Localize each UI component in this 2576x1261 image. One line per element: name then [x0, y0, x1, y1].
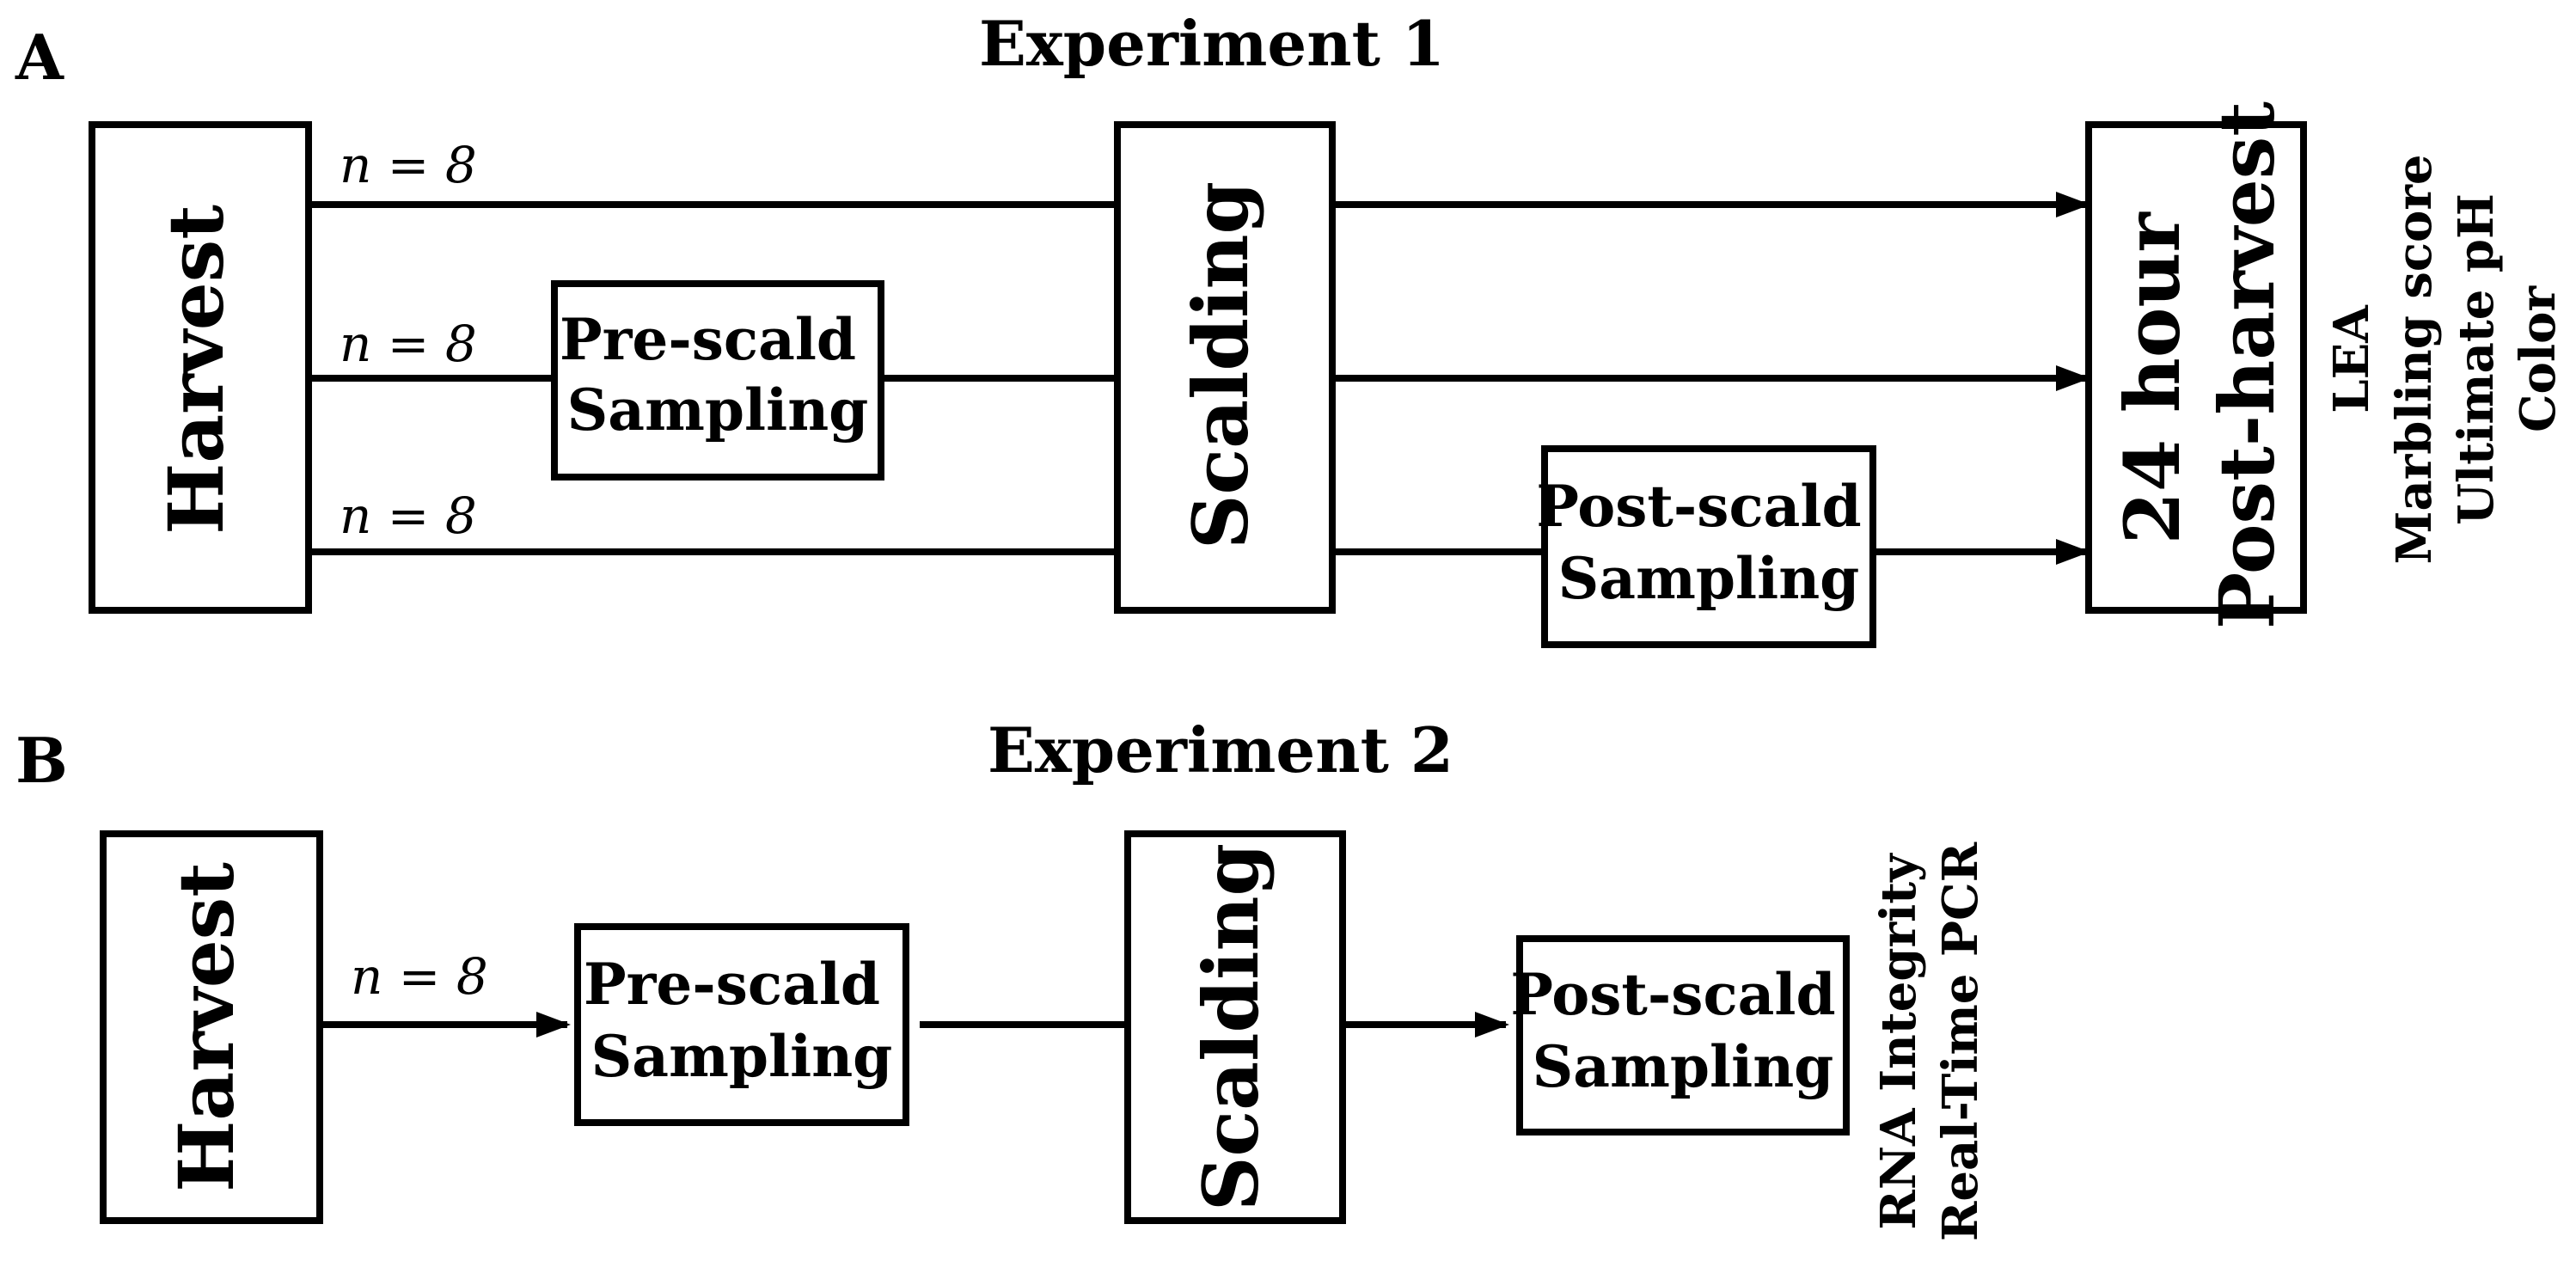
a-pre-scald-box [551, 280, 884, 481]
experiment-2-title: Experiment 2 [988, 713, 1453, 787]
a-harvest-label: Harvest [151, 205, 241, 535]
experiment-1-title: Experiment 1 [979, 7, 1445, 80]
a-post-scald-label: Post-scald Sampling [1536, 473, 1881, 612]
panel-a-label: A [15, 21, 64, 94]
a-post-harvest-label: 24 hour Post-harvest [2108, 101, 2291, 629]
a-measure-lea: LEA [2323, 304, 2380, 413]
a-harvest-box [89, 121, 312, 614]
b-pre-scald-box [574, 923, 909, 1126]
a-n-label-top: n = 8 [340, 136, 477, 194]
b-measure-rna: RNA Integrity [1870, 853, 1927, 1230]
a-post-harvest-box [2085, 121, 2307, 614]
a-measure-color: Color [2510, 285, 2567, 432]
b-scalding-label: Scalding [1186, 843, 1276, 1211]
panel-a: A Experiment 1 n = 8 n = 8 n = 8 Harvest… [15, 7, 2567, 648]
a-pre-scald-label: Pre-scald Sampling [560, 306, 876, 444]
a-scalding-box [1114, 121, 1336, 614]
b-harvest-label: Harvest [162, 862, 251, 1192]
b-post-scald-box [1516, 935, 1850, 1136]
b-post-scald-label: Post-scald Sampling [1510, 961, 1855, 1100]
a-n-label-middle: n = 8 [340, 315, 477, 373]
b-pre-scald-label: Pre-scald Sampling [584, 951, 900, 1090]
b-harvest-box [100, 830, 323, 1224]
a-scalding-label: Scalding [1176, 181, 1265, 549]
b-scalding-box [1124, 830, 1346, 1224]
a-n-label-bottom: n = 8 [340, 487, 477, 545]
b-measure-pcr: Real-Time PCR [1932, 842, 1989, 1241]
b-n-label: n = 8 [351, 947, 488, 1006]
a-post-scald-box [1541, 445, 1876, 648]
a-measure-ph: Ultimate pH [2448, 193, 2505, 525]
a-measure-marbling: Marbling score [2386, 155, 2443, 565]
panel-b: B Experiment 2 n = 8 Harvest Pre-scald S… [15, 713, 1989, 1241]
panel-b-label: B [15, 724, 68, 797]
